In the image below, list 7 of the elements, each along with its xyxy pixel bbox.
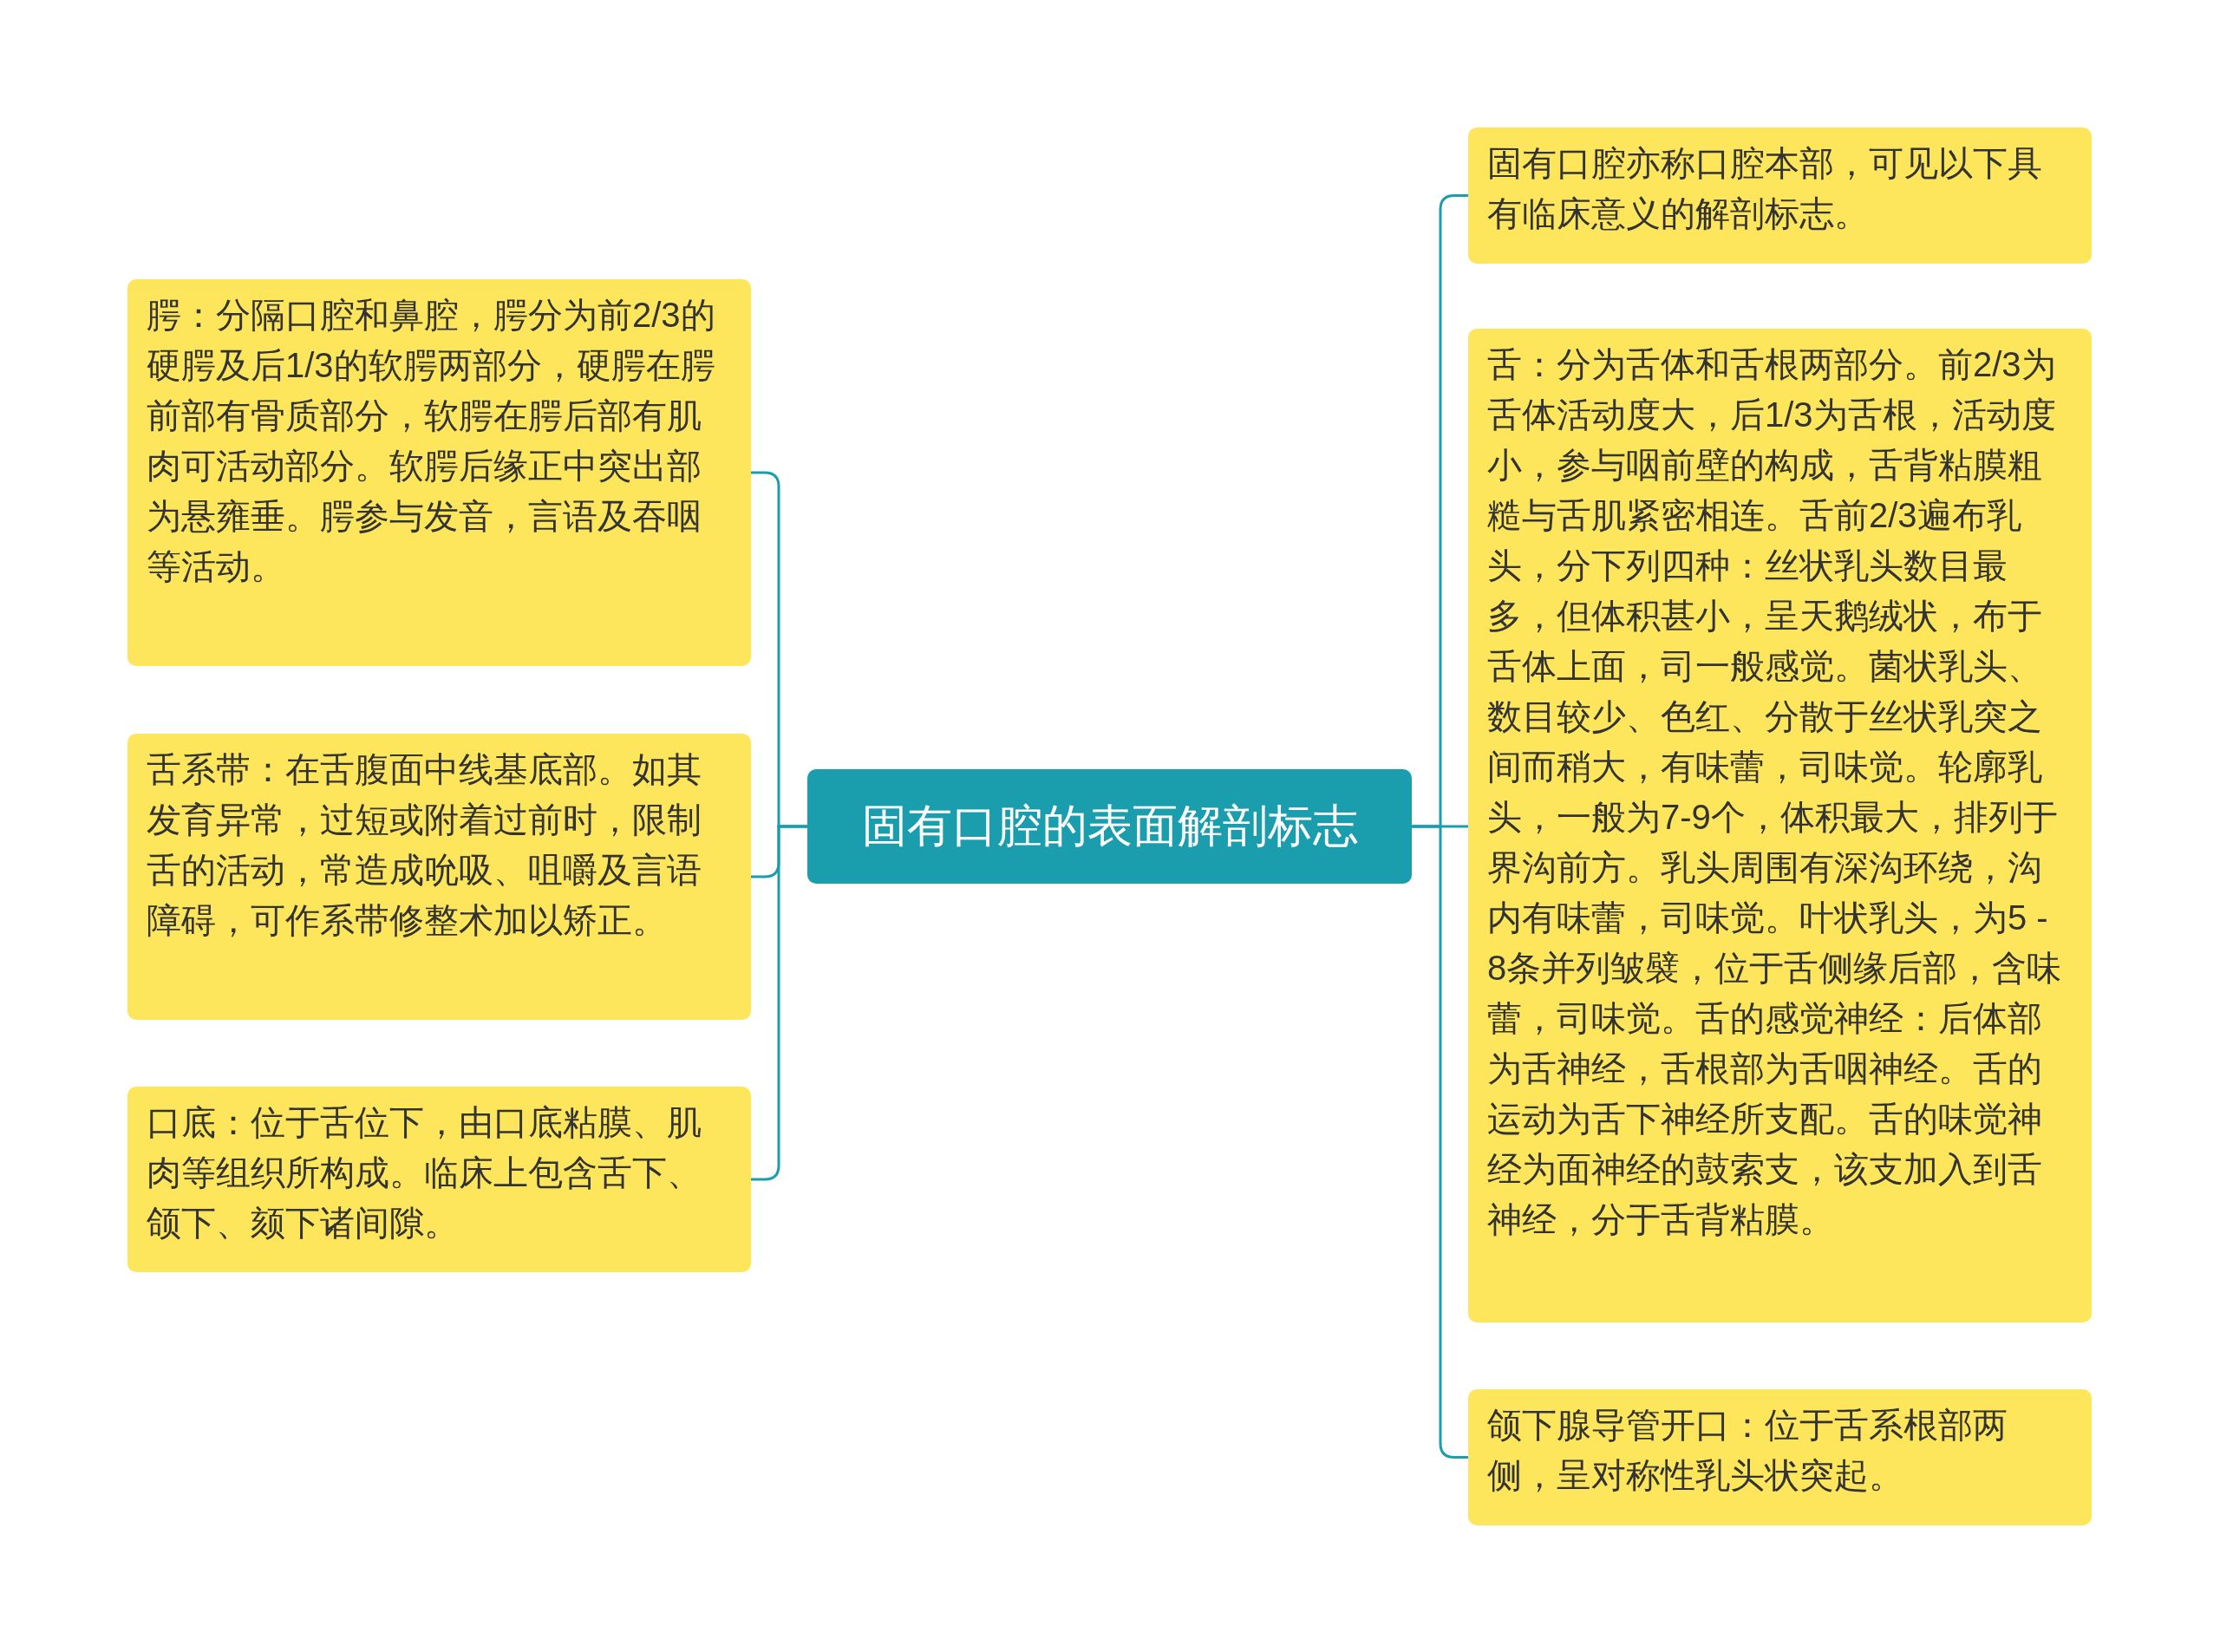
note-box: 颌下腺导管开口：位于舌系根部两侧，呈对称性乳头状突起。 <box>1468 1389 2092 1525</box>
note-box: 固有口腔亦称口腔本部，可见以下具有临床意义的解剖标志。 <box>1468 127 2092 264</box>
note-box: 腭：分隔口腔和鼻腔，腭分为前2/3的硬腭及后1/3的软腭两部分，硬腭在腭前部有骨质部分，软腭在腭后部有肌肉可活动部分。软腭后缘正中突出部为悬雍垂。腭参与发音，言语及吞咽等活动。 <box>127 279 751 666</box>
note-box: 舌系带：在舌腹面中线基底部。如其发育异常，过短或附着过前时，限制舌的活动，常造成吮吸、咀嚼及言语障碍，可作系带修整术加以矫正。 <box>127 734 751 1020</box>
topic-box: 固有口腔的表面解剖标志 <box>807 769 1412 884</box>
note-box: 舌：分为舌体和舌根两部分。前2/3为舌体活动度大，后1/3为舌根，活动度小，参与咽前壁的构成，舌背粘膜粗糙与舌肌紧密相连。舌前2/3遍布乳头，分下列四种：丝状乳头数目最多，但体积甚小，呈天鹅绒状，布于舌体上面，司一般感觉。菌状乳头、数目较少、色红、分散于丝状乳突之间而稍大，有味蕾，司味觉。轮廓乳头，一般为7-9个，体积最大，排列于界沟前方。乳头周围有深沟环绕，沟内有味蕾，司味觉。叶状乳头，为5 - 8条并列皱襞，位于舌侧缘后部，含味蕾，司味觉。舌的感觉神经：后体部为舌神经，舌根部为舌咽神经。舌的运动为舌下神经所支配。舌的味觉神经为面神经的鼓索支，该支加入到舌神经，分于舌背粘膜。 <box>1468 329 2092 1322</box>
note-box: 口底：位于舌位下，由口底粘膜、肌肉等组织所构成。临床上包含舌下、颌下、颏下诸间隙。 <box>127 1087 751 1272</box>
